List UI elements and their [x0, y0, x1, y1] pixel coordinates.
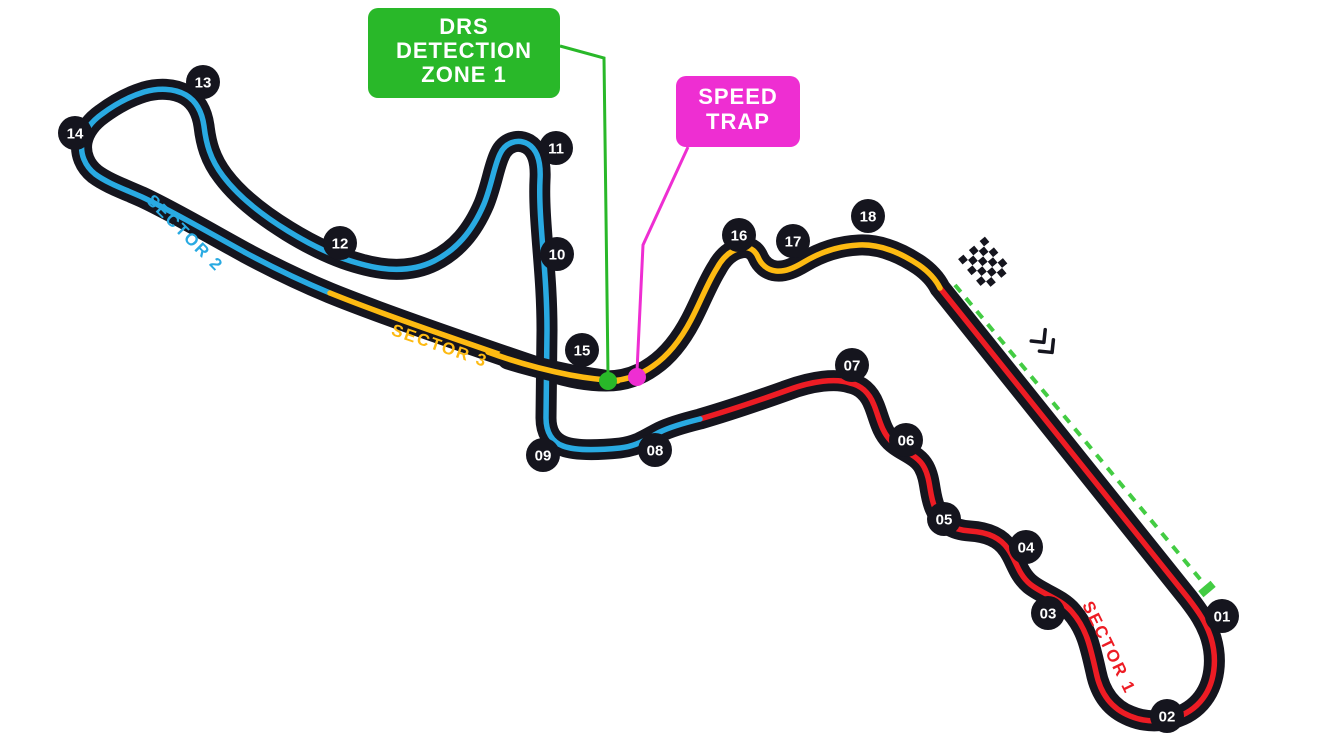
turn-number: 11: [548, 141, 564, 158]
turn-marker-circle: [1009, 530, 1043, 564]
turn-marker-13: 13: [186, 65, 220, 99]
turn-number: 15: [574, 343, 591, 360]
checkered-flag-icon: [958, 236, 1012, 292]
drs-detection-point: [599, 372, 617, 390]
speed-trap-callout: SPEED TRAP: [676, 76, 800, 147]
turn-marker-17: 17: [776, 224, 810, 258]
drs-detection-box: [368, 8, 560, 98]
turn-marker-circle: [565, 333, 599, 367]
turn-marker-circle: [1031, 596, 1065, 630]
drs-zone-dashed-line: [953, 283, 1207, 587]
turn-marker-14: 14: [58, 116, 92, 150]
turn-marker-06: 06: [889, 423, 923, 457]
turn-marker-circle: [1150, 699, 1184, 733]
turn-marker-circle: [638, 433, 672, 467]
turn-marker-circle: [851, 199, 885, 233]
direction-arrows-icon: [1029, 327, 1056, 355]
speed-trap-line-1: SPEED: [698, 84, 778, 109]
drs-detection-callout: DRS DETECTION ZONE 1: [368, 8, 560, 98]
turn-number: 06: [898, 433, 915, 450]
turn-number: 16: [731, 228, 748, 245]
turn-number: 14: [67, 126, 84, 143]
turn-number: 13: [195, 75, 212, 92]
speed-trap-point: [628, 368, 646, 386]
turn-marker-circle: [835, 348, 869, 382]
turn-number: 08: [647, 443, 664, 460]
turn-number: 17: [785, 234, 802, 251]
turn-number: 02: [1159, 709, 1176, 726]
turn-marker-03: 03: [1031, 596, 1065, 630]
drs-detection-line-2: DETECTION: [396, 38, 532, 63]
turn-marker-circle: [58, 116, 92, 150]
turn-marker-circle: [186, 65, 220, 99]
turn-number: 12: [332, 236, 349, 253]
turn-number: 01: [1214, 609, 1231, 626]
turn-marker-11: 11: [539, 131, 573, 165]
turn-marker-circle: [526, 438, 560, 472]
turn-number: 04: [1018, 540, 1035, 557]
turn-marker-08: 08: [638, 433, 672, 467]
turn-markers: 01 02 03 04 05 06 07 08 09 10 11 12 13 14 15 16 17 18: [58, 65, 1239, 733]
turn-marker-circle: [927, 502, 961, 536]
turn-number: 09: [535, 448, 552, 465]
turn-marker-circle: [539, 131, 573, 165]
drs-detection-line-1: DRS: [439, 14, 488, 39]
turn-marker-09: 09: [526, 438, 560, 472]
turn-number: 05: [936, 512, 953, 529]
speed-trap-line-2: TRAP: [706, 109, 770, 134]
turn-marker-07: 07: [835, 348, 869, 382]
turn-marker-circle: [776, 224, 810, 258]
drs-zone-end-marker: [1198, 580, 1216, 598]
sector1-line: [697, 285, 1218, 724]
turn-marker-02: 02: [1150, 699, 1184, 733]
turn-number: 18: [860, 209, 877, 226]
turn-marker-circle: [540, 237, 574, 271]
turn-number: 10: [549, 247, 566, 264]
turn-marker-12: 12: [323, 226, 357, 260]
turn-marker-circle: [722, 218, 756, 252]
turn-marker-18: 18: [851, 199, 885, 233]
turn-marker-04: 04: [1009, 530, 1043, 564]
turn-marker-16: 16: [722, 218, 756, 252]
drs-detection-line-3: ZONE 1: [421, 62, 506, 87]
speed-trap-connector-line: [635, 146, 690, 372]
turn-marker-05: 05: [927, 502, 961, 536]
turn-marker-circle: [323, 226, 357, 260]
speed-trap-box: [676, 76, 800, 147]
drs-connector-line: [559, 44, 610, 375]
turn-marker-circle: [889, 423, 923, 457]
turn-number: 07: [844, 358, 861, 375]
turn-number: 03: [1040, 606, 1057, 623]
turn-marker-circle: [1205, 599, 1239, 633]
turn-marker-01: 01: [1205, 599, 1239, 633]
turn-marker-10: 10: [540, 237, 574, 271]
sector2-line: [78, 86, 703, 453]
turn-marker-15: 15: [565, 333, 599, 367]
